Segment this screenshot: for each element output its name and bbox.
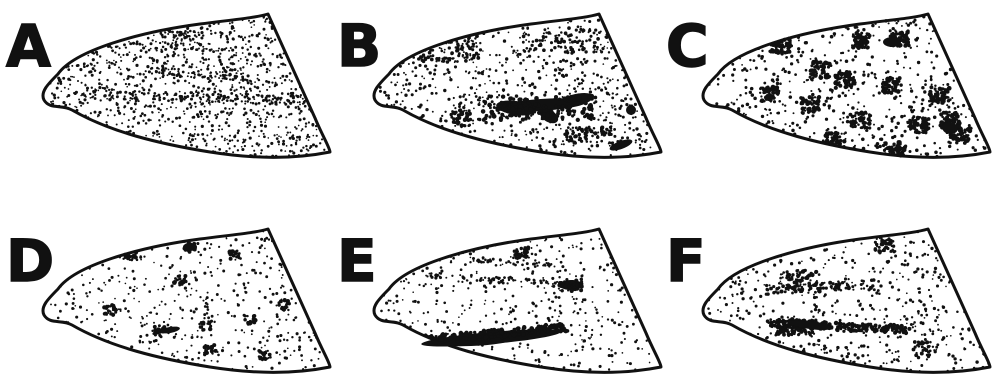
panel-label-d: D bbox=[6, 227, 54, 295]
panel-label-f: F bbox=[666, 227, 706, 295]
panel-c: C bbox=[666, 12, 990, 158]
panel-label-b: B bbox=[337, 12, 381, 80]
panel-a: A bbox=[6, 12, 330, 158]
leaf-outline-f bbox=[703, 229, 990, 372]
panel-label-a: A bbox=[6, 12, 51, 80]
panel-f: F bbox=[666, 227, 990, 373]
panel-label-e: E bbox=[337, 227, 377, 295]
panel-label-c: C bbox=[666, 12, 709, 80]
panel-b: B bbox=[337, 12, 661, 157]
panel-d: D bbox=[6, 227, 330, 372]
panel-e: E bbox=[337, 227, 661, 372]
